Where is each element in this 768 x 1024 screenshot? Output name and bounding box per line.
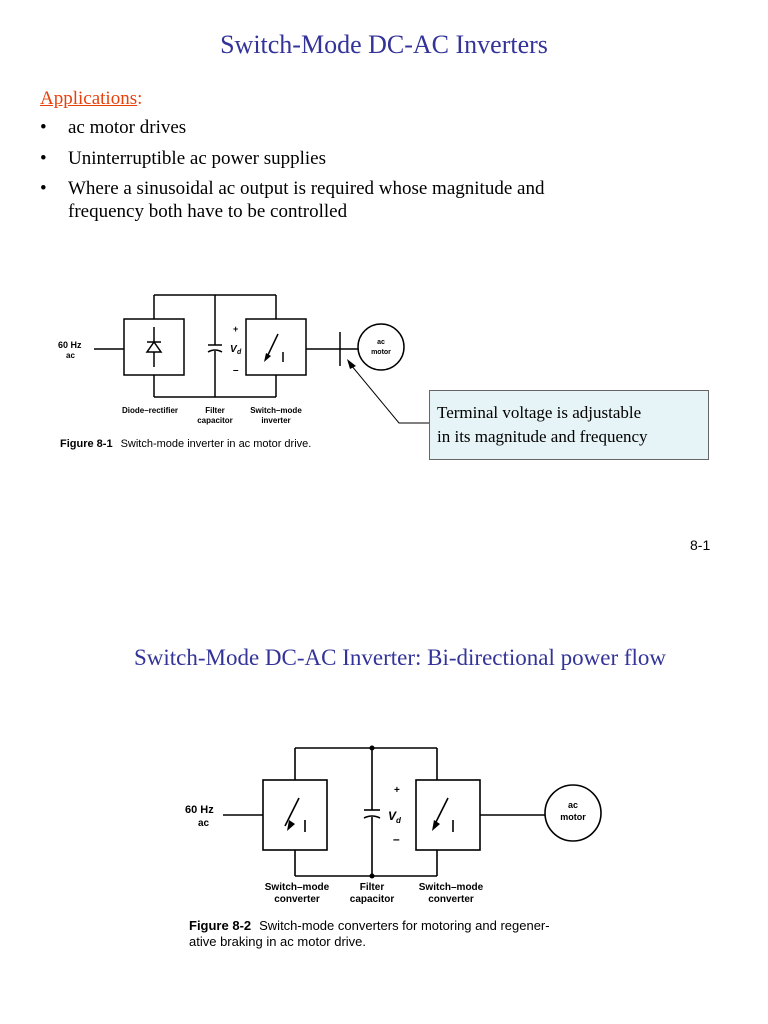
- inverter-label: inverter: [261, 416, 290, 425]
- input-label: 60 Hz: [185, 804, 214, 816]
- plus-sign: +: [233, 324, 238, 334]
- callout-box: Terminal voltage is adjustable in its ma…: [429, 390, 709, 460]
- figure-caption-text: Switch-mode converters for motoring and …: [259, 918, 549, 933]
- converter2-label: converter: [428, 894, 474, 905]
- vd-subscript: d: [396, 816, 402, 825]
- bullet-icon: •: [40, 116, 47, 138]
- filter-label: Filter: [205, 406, 225, 415]
- figure-8-2-diagram: 60 Hz ac + V d – ac motor Switch–mode co…: [185, 745, 602, 949]
- figure-8-2: 60 Hz ac + V d – ac motor Switch–mode co…: [175, 728, 630, 960]
- node-dot: [369, 873, 375, 879]
- bullet-text: Where a sinusoidal ac output is required…: [68, 178, 545, 223]
- node-dot: [369, 745, 375, 751]
- motor-label: ac: [377, 339, 385, 346]
- ac-motor-icon: [544, 784, 602, 842]
- input-label: 60 Hz: [58, 340, 82, 350]
- minus-sign: –: [393, 832, 400, 846]
- converter1-label: Switch–mode: [265, 882, 330, 893]
- figure-caption: Figure 8-1 Switch-mode inverter in ac mot…: [60, 438, 311, 450]
- switch-arrow-icon: [432, 820, 440, 831]
- filter-label: Filter: [360, 882, 385, 893]
- converter2-label: Switch–mode: [419, 882, 484, 893]
- minus-sign: –: [233, 365, 239, 376]
- input-label-ac: ac: [66, 351, 75, 360]
- applications-heading: Applications:: [40, 88, 548, 111]
- list-item: • Uninterruptible ac power supplies: [40, 148, 548, 171]
- bullet-text: Uninterruptible ac power supplies: [68, 147, 327, 169]
- inverter-label: Switch–mode: [250, 406, 302, 415]
- filter-label: capacitor: [197, 416, 233, 425]
- page-number: 8-1: [690, 537, 711, 553]
- converter1-label: converter: [274, 894, 320, 905]
- bullet-icon: •: [40, 147, 47, 169]
- vd-subscript: d: [237, 349, 242, 356]
- switch-arrow-icon: [287, 820, 295, 831]
- motor-label: motor: [371, 349, 391, 356]
- figure-caption-line2: ative braking in ac motor drive.: [189, 934, 366, 949]
- figure-caption-text: Switch-mode inverter in ac motor drive.: [121, 438, 312, 450]
- motor-label: motor: [560, 812, 586, 822]
- applications-label: Applications: [40, 88, 138, 109]
- motor-label: ac: [568, 800, 578, 810]
- bullet-icon: •: [40, 178, 47, 200]
- figure-number: Figure 8-2: [189, 918, 251, 933]
- figure-8-1: 60 Hz ac + V d – ac motor Diode–rectifie…: [50, 282, 430, 457]
- bullet-text: ac motor drives: [68, 116, 187, 138]
- slide1-title: Switch-Mode DC-AC Inverters: [220, 30, 548, 59]
- applications-colon: :: [137, 88, 143, 109]
- switch-arrow-icon: [264, 353, 271, 362]
- list-item: • ac motor drives: [40, 117, 548, 140]
- list-item: • Where a sinusoidal ac output is require…: [40, 178, 548, 224]
- figure-caption: Figure 8-2 Switch-mode converters for mot…: [189, 918, 550, 933]
- rectifier-label: Diode–rectifier: [122, 406, 178, 415]
- applications-list: • ac motor drives • Uninterruptible ac pow…: [40, 117, 548, 224]
- vd-label: V: [388, 809, 397, 823]
- slide2-title: Switch-Mode DC-AC Inverter: Bi-direction…: [133, 645, 667, 670]
- plus-sign: +: [394, 785, 400, 796]
- figure-number: Figure 8-1: [60, 438, 113, 450]
- vd-label: V: [230, 344, 238, 355]
- figure-8-1-diagram: 60 Hz ac + V d – ac motor Diode–rectifie…: [58, 294, 405, 450]
- applications-section: Applications: • ac motor drives • Uninterr…: [40, 88, 548, 232]
- arrow-icon: [347, 359, 356, 369]
- ac-motor-icon: [357, 323, 405, 371]
- callout-line: in its magnitude and frequency: [437, 426, 648, 446]
- input-label-ac: ac: [198, 818, 210, 829]
- callout-line: Terminal voltage is adjustable: [437, 403, 642, 422]
- filter-label: capacitor: [350, 894, 395, 905]
